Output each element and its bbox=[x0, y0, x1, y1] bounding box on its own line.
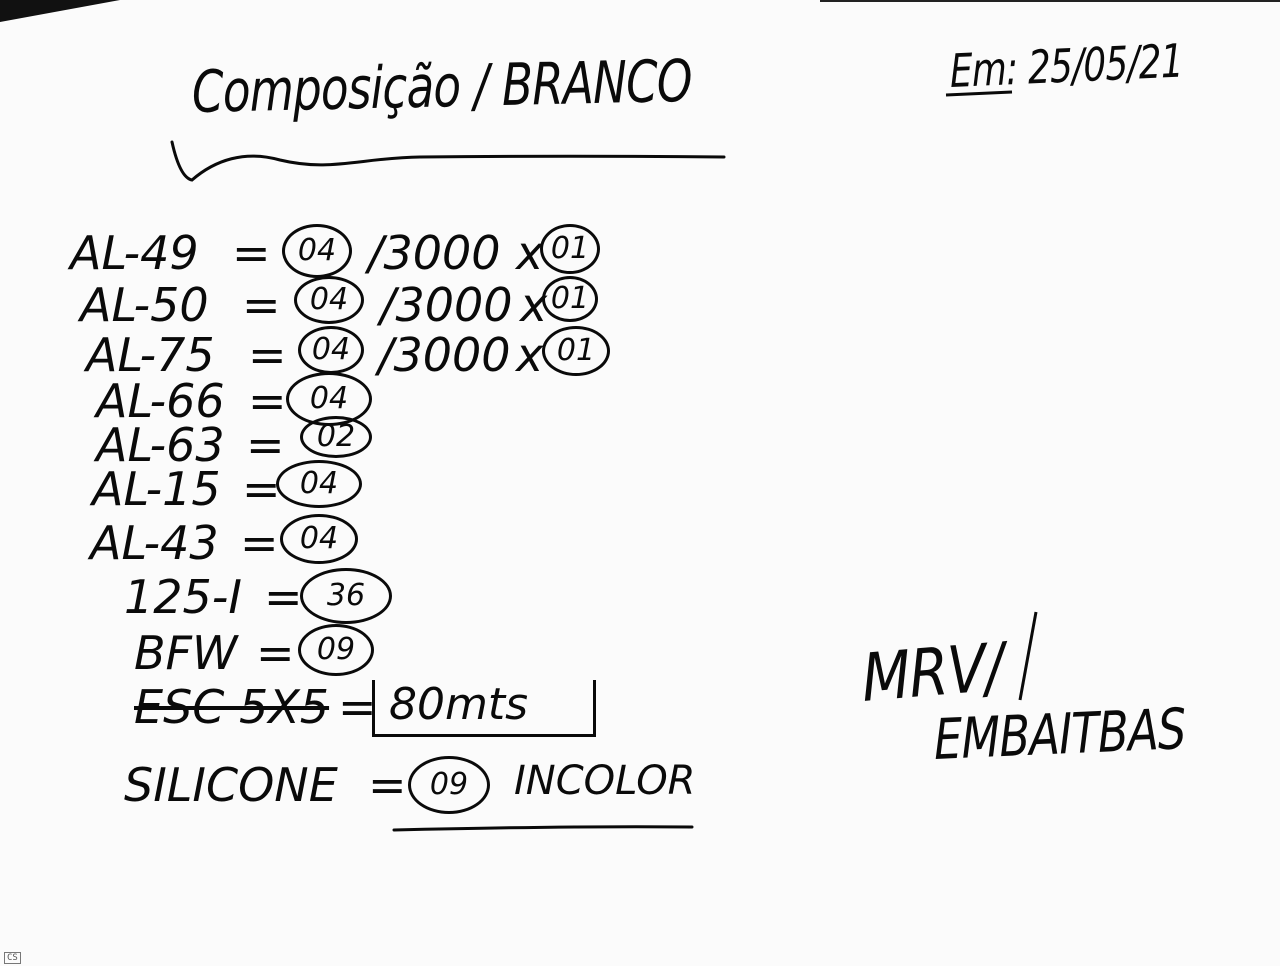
item-code: 125-I bbox=[124, 570, 242, 624]
equals-sign: = bbox=[338, 680, 377, 734]
page-corner-shadow bbox=[0, 0, 120, 22]
item-qty: 02 bbox=[300, 416, 372, 458]
item-qty: 04 bbox=[282, 224, 352, 278]
camscanner-logo: CS bbox=[4, 952, 21, 964]
item-multiplier: 01 bbox=[542, 326, 610, 376]
equals-sign: = bbox=[264, 570, 303, 624]
equals-sign: = bbox=[248, 328, 287, 382]
equals-sign: = bbox=[240, 516, 279, 570]
times-sign: x bbox=[516, 328, 544, 382]
item-code: BFW bbox=[134, 626, 238, 680]
silicone-underline bbox=[392, 825, 694, 832]
title-underline bbox=[170, 140, 726, 182]
item-qty: 04 bbox=[276, 460, 362, 508]
item-qty: 04 bbox=[280, 514, 358, 564]
item-qty: 09 bbox=[298, 624, 374, 676]
equals-sign: = bbox=[232, 226, 271, 280]
client-location: EMBAITBAS bbox=[933, 697, 1187, 773]
equals-sign: = bbox=[368, 758, 407, 812]
item-code: SILICONE bbox=[124, 758, 338, 812]
item-code: AL-50 bbox=[80, 278, 209, 332]
equals-sign: = bbox=[256, 626, 295, 680]
item-code: AL-66 bbox=[96, 374, 225, 428]
item-multiplier: 01 bbox=[542, 276, 598, 322]
item-code: AL-49 bbox=[70, 226, 199, 280]
times-sign: x bbox=[516, 226, 544, 280]
item-code: AL-43 bbox=[90, 516, 219, 570]
page-top-edge bbox=[820, 0, 1280, 2]
equals-sign: = bbox=[242, 278, 281, 332]
item-code: AL-63 bbox=[96, 418, 225, 472]
item-multiplier: 01 bbox=[540, 224, 600, 274]
item-code: ESC 5X5 bbox=[134, 680, 330, 734]
item-qty: 04 bbox=[294, 276, 364, 324]
item-qty: 36 bbox=[300, 568, 392, 624]
mrv-slash bbox=[1018, 611, 1038, 701]
item-qty: 80mts bbox=[372, 680, 596, 737]
item-length: /3000 bbox=[378, 328, 511, 382]
item-code: AL-75 bbox=[86, 328, 215, 382]
item-qty: 09 bbox=[408, 756, 490, 814]
item-length: /3000 bbox=[380, 278, 513, 332]
equals-sign: = bbox=[248, 374, 287, 428]
item-code: AL-15 bbox=[92, 462, 221, 516]
equals-sign: = bbox=[242, 462, 281, 516]
item-qty: 04 bbox=[298, 326, 364, 374]
client-name: MRV/ bbox=[859, 628, 1006, 717]
item-length: /3000 bbox=[368, 226, 501, 280]
date-strike bbox=[945, 90, 1013, 97]
item-note: INCOLOR bbox=[514, 758, 696, 804]
equals-sign: = bbox=[246, 418, 285, 472]
